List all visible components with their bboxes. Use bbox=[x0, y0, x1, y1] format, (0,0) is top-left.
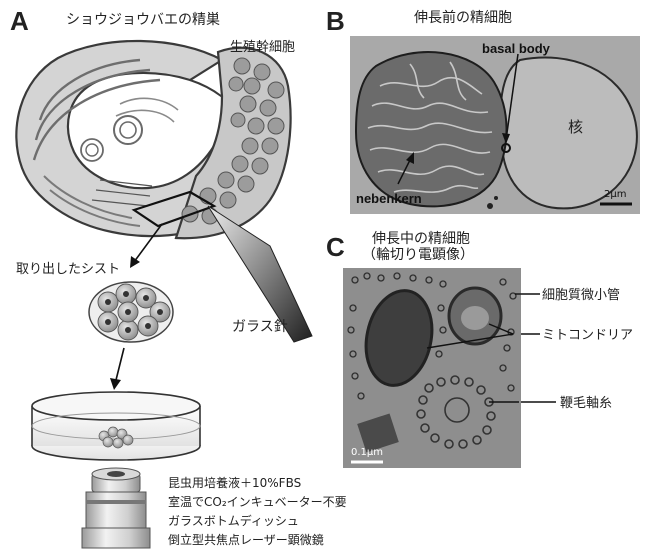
label-spermatogonia: 生殖幹細胞 bbox=[230, 40, 295, 55]
scale-label-b: 2μm bbox=[604, 188, 626, 202]
objective-lens bbox=[82, 468, 150, 548]
label-mitochondria: ミトコンドリア bbox=[542, 328, 633, 343]
condition-medium: 昆虫用培養液＋10%FBS bbox=[168, 476, 347, 490]
petri-dish bbox=[32, 392, 200, 460]
condition-microscope: 倒立型共焦点レーザー顕微鏡 bbox=[168, 533, 347, 547]
panel-c-title-line2: （輪切り電顕像） bbox=[362, 248, 474, 263]
label-axoneme: 鞭毛軸糸 bbox=[560, 396, 612, 411]
scale-label-c: 0.1μm bbox=[351, 446, 383, 460]
conditions-list: 昆虫用培養液＋10%FBS 室温でCO₂インキュベーター不要 ガラスボトムディッ… bbox=[168, 476, 347, 547]
label-nebenkern: nebenkern bbox=[356, 192, 422, 206]
panel-b-letter: B bbox=[326, 6, 345, 37]
isolated-cyst bbox=[89, 282, 173, 342]
em-image-elongating-spermatid: 0.1μm bbox=[343, 268, 521, 468]
condition-co2: 室温でCO₂インキュベーター不要 bbox=[168, 495, 347, 509]
label-nucleus: 核 bbox=[568, 120, 583, 135]
label-glass-needle: ガラス針 bbox=[232, 320, 288, 335]
label-cytoplasmic-microtubules: 細胞質微小管 bbox=[542, 288, 620, 303]
condition-dish: ガラスボトムディッシュ bbox=[168, 514, 347, 528]
panel-c-letter: C bbox=[326, 232, 345, 263]
panel-b-title: 伸長前の精細胞 bbox=[414, 11, 512, 26]
em-image-round-spermatid: basal body 核 nebenkern 2μm bbox=[350, 36, 640, 214]
panel-c-title-line1: 伸長中の精細胞 bbox=[372, 232, 470, 247]
label-basal-body: basal body bbox=[482, 42, 550, 56]
label-isolated-cyst: 取り出したシスト bbox=[16, 262, 120, 277]
